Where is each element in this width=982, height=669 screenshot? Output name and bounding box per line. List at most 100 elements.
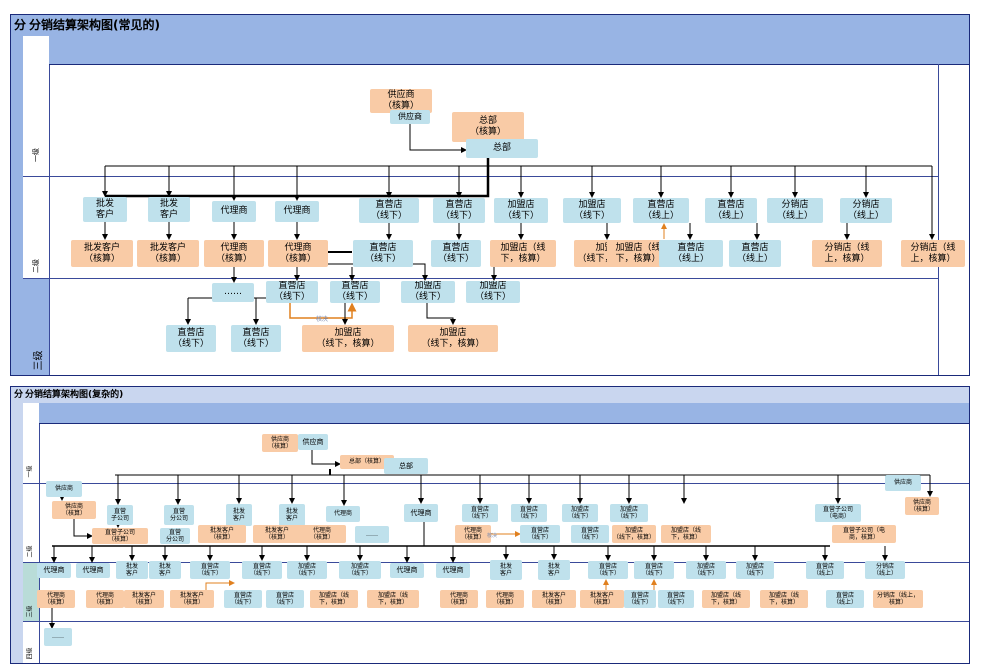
simple-edge-label: 核决: [316, 316, 329, 323]
simple-node-zy6: 直营店 （线下）: [330, 281, 380, 303]
complex-node-zz2: 直营 分公司: [164, 505, 194, 525]
simple-node-fx1: 分销店 （线上）: [767, 198, 823, 223]
complex-node-c4zs: 直营店 （线上）: [826, 590, 864, 608]
complex-node-c4zy4: 直营店 （线下）: [658, 590, 694, 608]
simple-node-zs2: 直营店 （线上）: [705, 198, 757, 223]
complex-node-c3dl2: 代理商: [76, 563, 110, 578]
simple-right-border: [938, 64, 939, 375]
simple-node-zyb4: 直营店 （线下）: [431, 240, 481, 267]
complex-node-c4dl1: 代理商 （核算）: [37, 590, 75, 608]
complex-lane-divider: [23, 621, 969, 622]
complex-node-c3jm1: 加盟店 （线下）: [287, 561, 327, 579]
simple-node-jmh4: 加盟店 （线下，核算）: [302, 325, 394, 352]
complex-node-c4fx: 分销店（线上， 核算）: [873, 590, 923, 608]
complex-node-dots2: ……: [44, 628, 72, 646]
complex-node-c4dl2: 代理商 （核算）: [86, 590, 124, 608]
complex-node-c3dl1: 代理商: [37, 563, 71, 578]
complex-node-zzh: 直营子公司 （核算）: [92, 528, 148, 544]
simple-node-hqb: 总部: [466, 139, 538, 158]
simple-panel-side-tag: 分: [14, 18, 27, 32]
complex-node-c3zy2: 直营店 （线下）: [242, 561, 282, 579]
complex-node-zyb2: 直营店 （线下）: [571, 525, 609, 543]
complex-edge: [311, 450, 341, 467]
complex-node-jmh1: 加盟店 （线下，核算）: [612, 525, 656, 543]
complex-node-zyx2: 直营店 （线下）: [511, 504, 547, 522]
simple-node-supdup: 供应商: [390, 110, 430, 124]
simple-edge: [105, 166, 490, 198]
complex-node-c4jm4: 加盟店（线 下，核算）: [760, 590, 808, 608]
simple-lane-divider: [23, 176, 939, 177]
complex-node-c4pf4: 批发客户 （核算）: [580, 590, 624, 608]
complex-node-dl2: 代理商: [404, 504, 438, 522]
complex-node-sup: 供应商 （核算）: [262, 434, 298, 452]
complex-node-r1righto: 供应商 （核算）: [905, 497, 939, 515]
complex-node-c4pf1: 批发客户 （核算）: [124, 590, 164, 608]
simple-node-pfh1: 批发客户 （核算）: [71, 240, 133, 267]
simple-edge: [409, 122, 467, 153]
complex-lane-divider: [23, 483, 969, 484]
complex-edge-label: 核决: [487, 533, 498, 539]
simple-edge: [426, 303, 456, 325]
complex-node-c3pf3: 批发 客户: [490, 560, 522, 580]
complex-node-pfh2: 批发客户 （核算）: [253, 525, 301, 543]
simple-level-3-highlight: [23, 279, 50, 375]
complex-edge: [73, 519, 93, 539]
complex-node-c3pf1: 批发 客户: [116, 561, 148, 579]
simple-node-jmh5: 加盟店 （线下，核算）: [408, 325, 498, 352]
complex-node-c3dl3: 代理商: [390, 563, 424, 578]
complex-node-dlh1: 代理商 （核算）: [298, 525, 346, 543]
complex-node-c3dl4: 代理商: [436, 563, 470, 578]
complex-node-c3jm2: 加盟店 （线下）: [339, 561, 381, 579]
complex-node-c4pf3: 批发客户 （核算）: [532, 590, 576, 608]
complex-node-c3jm3: 加盟店 （线下）: [686, 561, 726, 579]
complex-node-c3fx: 分销店 （线上）: [865, 561, 905, 579]
complex-node-zzr: 直营子公司 （电商）: [815, 504, 861, 522]
simple-node-zy5: 直营店 （线下）: [266, 281, 318, 303]
simple-node-zs1: 直营店 （线上）: [633, 198, 689, 223]
complex-node-c3pf4: 批发 客户: [538, 560, 570, 580]
complex-node-r1right: 供应商: [885, 475, 921, 491]
simple-node-zy2: 直营店 （线下）: [433, 198, 485, 223]
simple-node-zy1: 直营店 （线下）: [359, 198, 419, 223]
complex-node-c4jm2: 加盟店（线 下，核算）: [367, 590, 419, 608]
complex-node-r1sup: 供应商: [46, 481, 82, 497]
complex-node-c4dl4: 代理商 （核算）: [486, 590, 524, 608]
complex-node-pf1: 批发 客户: [226, 504, 252, 526]
complex-node-hqb: 总部: [384, 458, 428, 474]
complex-node-jmh2: 加盟店（线 下，核算）: [661, 525, 711, 543]
simple-node-jmh1: 加盟店（线 下，核算）: [490, 240, 556, 267]
simple-node-dl1: 代理商: [212, 201, 256, 222]
complex-node-zzrh: 直营子公司（电 商，核算）: [832, 525, 896, 543]
complex-node-jmx2: 加盟店 （线下）: [610, 504, 648, 522]
simple-node-zy7: 直营店 （线下）: [166, 325, 216, 352]
complex-node-dots1: ……: [355, 526, 389, 543]
complex-header-band: [39, 403, 969, 424]
complex-node-zyb1: 直营店 （线下）: [520, 525, 560, 543]
complex-node-c3zy1: 直营店 （线下）: [190, 561, 230, 579]
simple-node-sup: 供应商 （核算）: [370, 89, 432, 113]
simple-node-jm2: 加盟店 （线下）: [563, 198, 621, 223]
simple-node-pfh2: 批发客户 （核算）: [137, 240, 199, 267]
complex-node-supb: 供应商: [298, 434, 328, 450]
simple-node-jm6: 加盟店 （线下）: [466, 281, 520, 303]
simple-node-fxh1: 分销店（线 上，核算）: [812, 240, 882, 267]
simple-node-pf1: 批发 客户: [83, 197, 127, 222]
simple-node-dlh1: 代理商 （核算）: [204, 240, 264, 267]
simple-node-fxh2: 分销店（线 上，核算）: [901, 240, 965, 267]
complex-edge: [205, 580, 235, 590]
complex-panel-title: 分销结算架构图(复杂的): [25, 390, 124, 400]
simple-node-jm5: 加盟店 （线下）: [401, 281, 455, 303]
complex-node-c4zy3: 直营店 （线下）: [624, 590, 656, 608]
simple-node-dlh2: 代理商 （核算）: [268, 240, 328, 267]
simple-header-band: [49, 36, 969, 65]
complex-node-c4pf2: 批发客户 （核算）: [170, 590, 214, 608]
simple-node-jm1: 加盟店 （线下）: [494, 198, 548, 223]
complex-node-zz1: 直营 子公司: [107, 505, 133, 525]
simple-edge: [289, 302, 357, 319]
complex-node-jmx1: 加盟店 （线下）: [562, 504, 598, 522]
complex-node-c3zs: 直营店 （线上）: [806, 561, 844, 579]
complex-node-zyx1: 直营店 （线下）: [462, 504, 498, 522]
complex-node-c4dl3: 代理商 （核算）: [440, 590, 478, 608]
simple-node-pf2: 批发 客户: [148, 197, 190, 222]
